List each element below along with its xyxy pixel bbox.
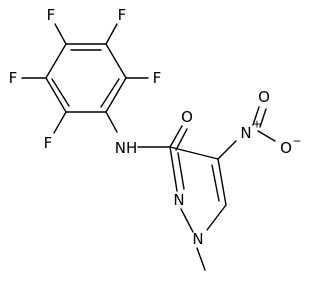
double-bond-inner — [177, 152, 185, 190]
bond — [45, 77, 67, 113]
nitro-oxygen-label: O — [280, 139, 292, 157]
bond — [169, 125, 183, 148]
double-bond-inner — [259, 108, 267, 128]
pyrazole-ring — [169, 146, 227, 233]
bond — [169, 146, 219, 160]
double-bond-inner — [211, 164, 220, 202]
fluorine-label: F — [47, 6, 56, 24]
positive-charge: + — [252, 118, 261, 131]
fluorine-label: F — [153, 69, 162, 87]
bond — [217, 158, 227, 206]
nitro-nitrogen-label: N — [240, 124, 251, 142]
bond — [105, 43, 127, 79]
bond — [217, 140, 237, 160]
fluorine-label: F — [9, 69, 18, 87]
bond — [180, 208, 194, 233]
amide-linkage — [105, 111, 188, 151]
bond — [54, 23, 67, 45]
nitro-oxygen-label: O — [258, 88, 270, 106]
atom-labels: F F F F F NH O N + O − O N N — [9, 6, 302, 248]
carbonyl-oxygen-label: O — [181, 108, 193, 126]
bond — [53, 111, 67, 134]
double-bond-inner — [175, 128, 188, 151]
bond — [105, 77, 127, 113]
fluorine-bonds — [21, 23, 149, 134]
n-methyl-group — [196, 247, 206, 271]
bond — [169, 146, 178, 192]
bond — [206, 204, 227, 231]
pentafluorophenyl-ring — [45, 43, 127, 113]
negative-charge: − — [292, 135, 301, 148]
bond — [196, 247, 206, 271]
bond — [105, 111, 118, 133]
molecule-structure: F F F F F NH O N + O − O N N — [9, 6, 302, 271]
amide-nh-label: NH — [115, 139, 138, 157]
pyrazole-nitrogen-label: N — [173, 191, 184, 209]
nitro-group — [217, 106, 276, 160]
bond — [45, 43, 67, 79]
double-bond-inner — [51, 78, 70, 107]
pyrazole-nitrogen-label: N — [192, 230, 203, 248]
bond — [105, 23, 118, 45]
fluorine-label: F — [44, 134, 53, 152]
double-bond-inner — [100, 78, 120, 108]
bond — [252, 106, 260, 126]
fluorine-label: F — [118, 6, 127, 24]
bond — [257, 130, 276, 142]
